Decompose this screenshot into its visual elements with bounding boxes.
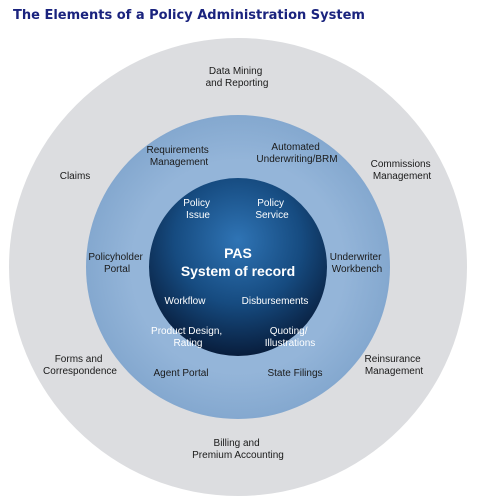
- label-requirements-management: Requirements Management: [146, 145, 211, 168]
- label-product-design-rating: Product Design, Rating: [151, 326, 225, 349]
- label-agent-portal: Agent Portal: [153, 368, 208, 379]
- label-workflow: Workflow: [165, 296, 207, 307]
- label-forms-correspondence: Forms and Correspondence: [43, 354, 117, 377]
- core-label-system-of-record: System of record: [181, 263, 295, 279]
- label-commissions-management: Commissions Management: [371, 159, 434, 182]
- label-underwriter-workbench: Underwriter Workbench: [330, 252, 384, 275]
- label-billing-premium-accounting: Billing and Premium Accounting: [192, 438, 284, 461]
- label-quoting-illustrations: Quoting/ Illustrations: [265, 326, 316, 349]
- label-policy-service: Policy Service: [255, 198, 289, 221]
- core-label-pas: PAS: [224, 245, 252, 261]
- label-reinsurance-management: Reinsurance Management: [365, 354, 424, 377]
- label-data-mining: Data Mining and Reporting: [206, 66, 269, 89]
- core-circle: [149, 178, 327, 356]
- label-policyholder-portal: Policyholder Portal: [88, 252, 145, 275]
- label-automated-underwriting: Automated Underwriting/BRM: [256, 142, 337, 165]
- label-policy-issue: Policy Issue: [183, 198, 212, 221]
- label-disbursements: Disbursements: [242, 296, 309, 307]
- label-state-filings: State Filings: [267, 368, 322, 379]
- diagram-title: The Elements of a Policy Administration …: [13, 8, 365, 23]
- label-claims: Claims: [60, 171, 91, 182]
